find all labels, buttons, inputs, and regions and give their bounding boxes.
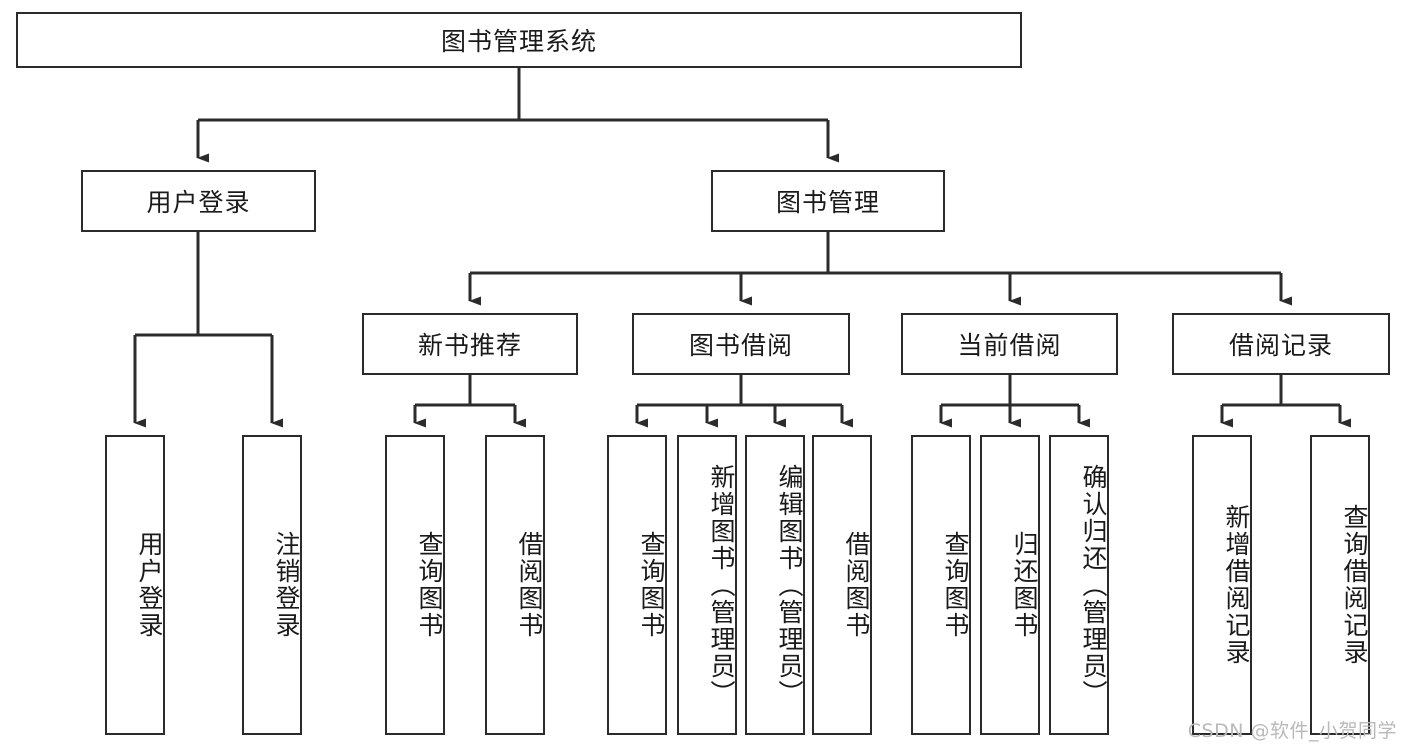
node-user-login[interactable]: 用户登录 bbox=[81, 170, 316, 232]
leaf-current-query-book[interactable]: 查询图书 bbox=[911, 435, 971, 735]
leaf-current-confirm-return-admin[interactable]: 确认归还（管理员） bbox=[1049, 435, 1109, 735]
node-label: 借阅图书 bbox=[515, 531, 544, 639]
node-label: 用户登录 bbox=[146, 188, 251, 217]
node-label: 当前借阅 bbox=[957, 331, 1062, 360]
node-label: 新增图书（管理员） bbox=[707, 463, 736, 707]
node-label: 借阅记录 bbox=[1228, 331, 1333, 360]
leaf-borrow-add-book-admin[interactable]: 新增图书（管理员） bbox=[677, 435, 737, 735]
node-book-management[interactable]: 图书管理 bbox=[711, 170, 945, 232]
leaf-borrow-borrow-book[interactable]: 借阅图书 bbox=[812, 435, 872, 735]
node-label: 借阅图书 bbox=[842, 531, 871, 639]
watermark-text: CSDN @软件_小贺同学 bbox=[1187, 720, 1397, 742]
node-label: 归还图书 bbox=[1010, 531, 1039, 639]
node-label: 新书推荐 bbox=[417, 331, 522, 360]
node-label: 编辑图书（管理员） bbox=[775, 463, 804, 707]
leaf-records-add-record[interactable]: 新增借阅记录 bbox=[1192, 435, 1252, 735]
node-label: 图书管理 bbox=[775, 188, 880, 217]
node-label: 查询图书 bbox=[637, 531, 666, 639]
leaf-borrow-edit-book-admin[interactable]: 编辑图书（管理员） bbox=[745, 435, 805, 735]
node-current-borrow[interactable]: 当前借阅 bbox=[901, 313, 1118, 375]
leaf-borrow-query-book[interactable]: 查询图书 bbox=[607, 435, 667, 735]
node-new-book-recommend[interactable]: 新书推荐 bbox=[362, 313, 578, 375]
node-label: 用户登录 bbox=[135, 531, 164, 639]
node-label: 确认归还（管理员） bbox=[1079, 463, 1108, 707]
node-label: 注销登录 bbox=[272, 531, 301, 639]
node-label: 图书借阅 bbox=[688, 331, 793, 360]
leaf-user-login-logout[interactable]: 注销登录 bbox=[242, 435, 302, 735]
node-label: 新增借阅记录 bbox=[1222, 504, 1251, 666]
leaf-new-book-query-book[interactable]: 查询图书 bbox=[385, 435, 445, 735]
node-book-borrow[interactable]: 图书借阅 bbox=[632, 313, 850, 375]
leaf-user-login-login[interactable]: 用户登录 bbox=[105, 435, 165, 735]
node-label: 查询图书 bbox=[941, 531, 970, 639]
leaf-current-return-book[interactable]: 归还图书 bbox=[980, 435, 1040, 735]
node-label: 查询图书 bbox=[415, 531, 444, 639]
node-borrow-records[interactable]: 借阅记录 bbox=[1172, 313, 1390, 375]
node-root-book-management-system[interactable]: 图书管理系统 bbox=[16, 12, 1022, 68]
node-label: 查询借阅记录 bbox=[1340, 504, 1369, 666]
node-label: 图书管理系统 bbox=[440, 27, 597, 56]
leaf-records-query-record[interactable]: 查询借阅记录 bbox=[1310, 435, 1370, 735]
leaf-new-book-borrow-book[interactable]: 借阅图书 bbox=[485, 435, 545, 735]
